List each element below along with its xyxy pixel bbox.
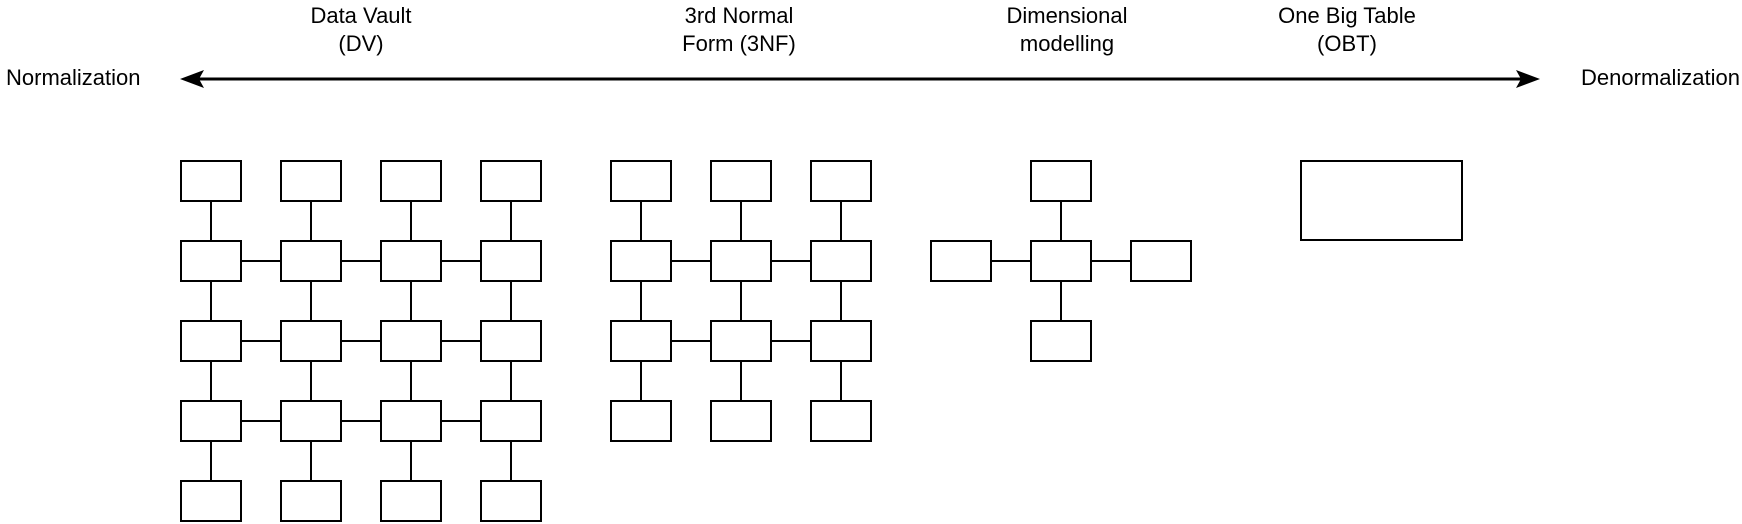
- normalization-label: Normalization: [6, 65, 141, 90]
- data-vault-table-box: [180, 400, 242, 442]
- third-normal-form-table-box: [710, 400, 772, 442]
- title-third-normal-form: 3rd Normal Form (3NF): [682, 2, 796, 58]
- data-vault-table-box: [480, 240, 542, 282]
- data-vault-table-box: [480, 480, 542, 522]
- third-normal-form-table-box: [710, 160, 772, 202]
- data-vault-table-box: [280, 160, 342, 202]
- third-normal-form-table-box: [810, 240, 872, 282]
- data-vault-table-box: [380, 320, 442, 362]
- title-line: Form (3NF): [682, 31, 796, 56]
- dimensional-modelling-table-box: [1030, 160, 1092, 202]
- dimensional-modelling-table-box: [1030, 240, 1092, 282]
- dimensional-modelling-table-box: [1030, 320, 1092, 362]
- data-vault-table-box: [380, 160, 442, 202]
- title-line: Data Vault: [310, 3, 412, 28]
- data-vault-table-box: [480, 400, 542, 442]
- arrowhead-left-icon: [180, 70, 204, 88]
- data-vault-table-box: [180, 320, 242, 362]
- third-normal-form-table-box: [610, 160, 672, 202]
- data-vault-table-box: [480, 160, 542, 202]
- title-line: (DV): [338, 31, 384, 56]
- data-vault-table-box: [280, 480, 342, 522]
- third-normal-form-table-box: [810, 400, 872, 442]
- dimensional-modelling-table-box: [930, 240, 992, 282]
- data-vault-table-box: [280, 320, 342, 362]
- denormalization-label: Denormalization: [1581, 65, 1740, 90]
- third-normal-form-table-box: [610, 240, 672, 282]
- data-vault-table-box: [280, 400, 342, 442]
- dimensional-modelling-table-box: [1130, 240, 1192, 282]
- third-normal-form-table-box: [810, 320, 872, 362]
- title-line: One Big Table: [1278, 3, 1416, 28]
- arrowhead-right-icon: [1516, 70, 1540, 88]
- third-normal-form-table-box: [610, 320, 672, 362]
- title-one-big-table: One Big Table (OBT): [1278, 2, 1416, 58]
- title-line: (OBT): [1317, 31, 1377, 56]
- title-dimensional-modelling: Dimensional modelling: [1006, 2, 1127, 58]
- third-normal-form-table-box: [610, 400, 672, 442]
- third-normal-form-table-box: [710, 320, 772, 362]
- title-data-vault: Data Vault (DV): [310, 2, 411, 58]
- data-vault-table-box: [480, 320, 542, 362]
- data-vault-table-box: [180, 240, 242, 282]
- data-vault-table-box: [380, 400, 442, 442]
- one-big-table-table-box: [1300, 160, 1463, 241]
- title-line: modelling: [1019, 31, 1115, 56]
- title-line: 3rd Normal: [684, 3, 794, 28]
- data-vault-table-box: [280, 240, 342, 282]
- third-normal-form-table-box: [810, 160, 872, 202]
- title-line: Dimensional: [1006, 3, 1128, 28]
- third-normal-form-table-box: [710, 240, 772, 282]
- data-vault-table-box: [380, 480, 442, 522]
- data-vault-table-box: [180, 160, 242, 202]
- data-vault-table-box: [180, 480, 242, 522]
- data-vault-table-box: [380, 240, 442, 282]
